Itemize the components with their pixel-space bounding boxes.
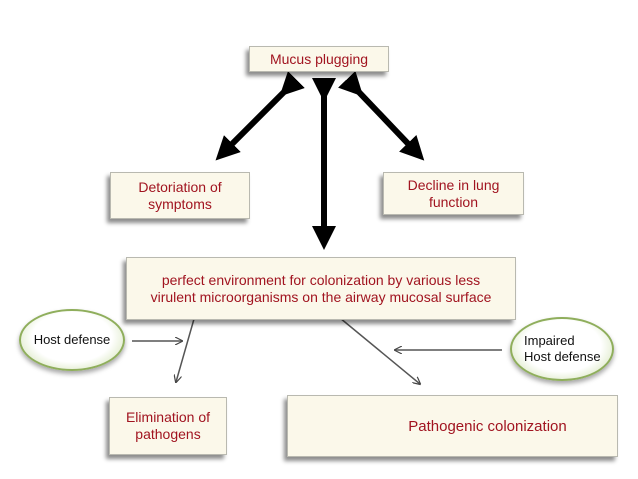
decline-label: Decline in lung function [407,176,500,210]
arrow-center-to-elimination [176,311,197,382]
decline-box: Decline in lung function [383,172,524,215]
arrow-to-detoriation [215,71,305,161]
host-defense-oval: Host defense [19,309,125,371]
host-defense-label: Host defense [33,332,111,347]
colonization-environment-label: perfect environment for colonization by … [150,271,492,305]
arrow-to-decline [338,71,425,161]
impaired-host-defense-oval: Impaired Host defense [510,317,614,381]
impaired-host-defense-label: Host defense [524,349,601,364]
impaired-label: Impaired [524,333,575,348]
mucus-plugging-box: Mucus plugging [249,46,389,72]
arrow-center-to-pathogenic [339,317,420,384]
elimination-box: Elimination of pathogens [109,397,227,455]
mucus-plugging-label: Mucus plugging [269,50,369,67]
colonization-environment-box: perfect environment for colonization by … [126,257,516,320]
detoriation-label: Detoriation of symptoms [138,178,222,212]
pathogenic-colonization-label: Pathogenic colonization [408,417,567,435]
pathogenic-colonization-box: Pathogenic colonization [287,395,618,457]
detoriation-box: Detoriation of symptoms [110,172,250,219]
elimination-label: Elimination of pathogens [125,409,211,442]
